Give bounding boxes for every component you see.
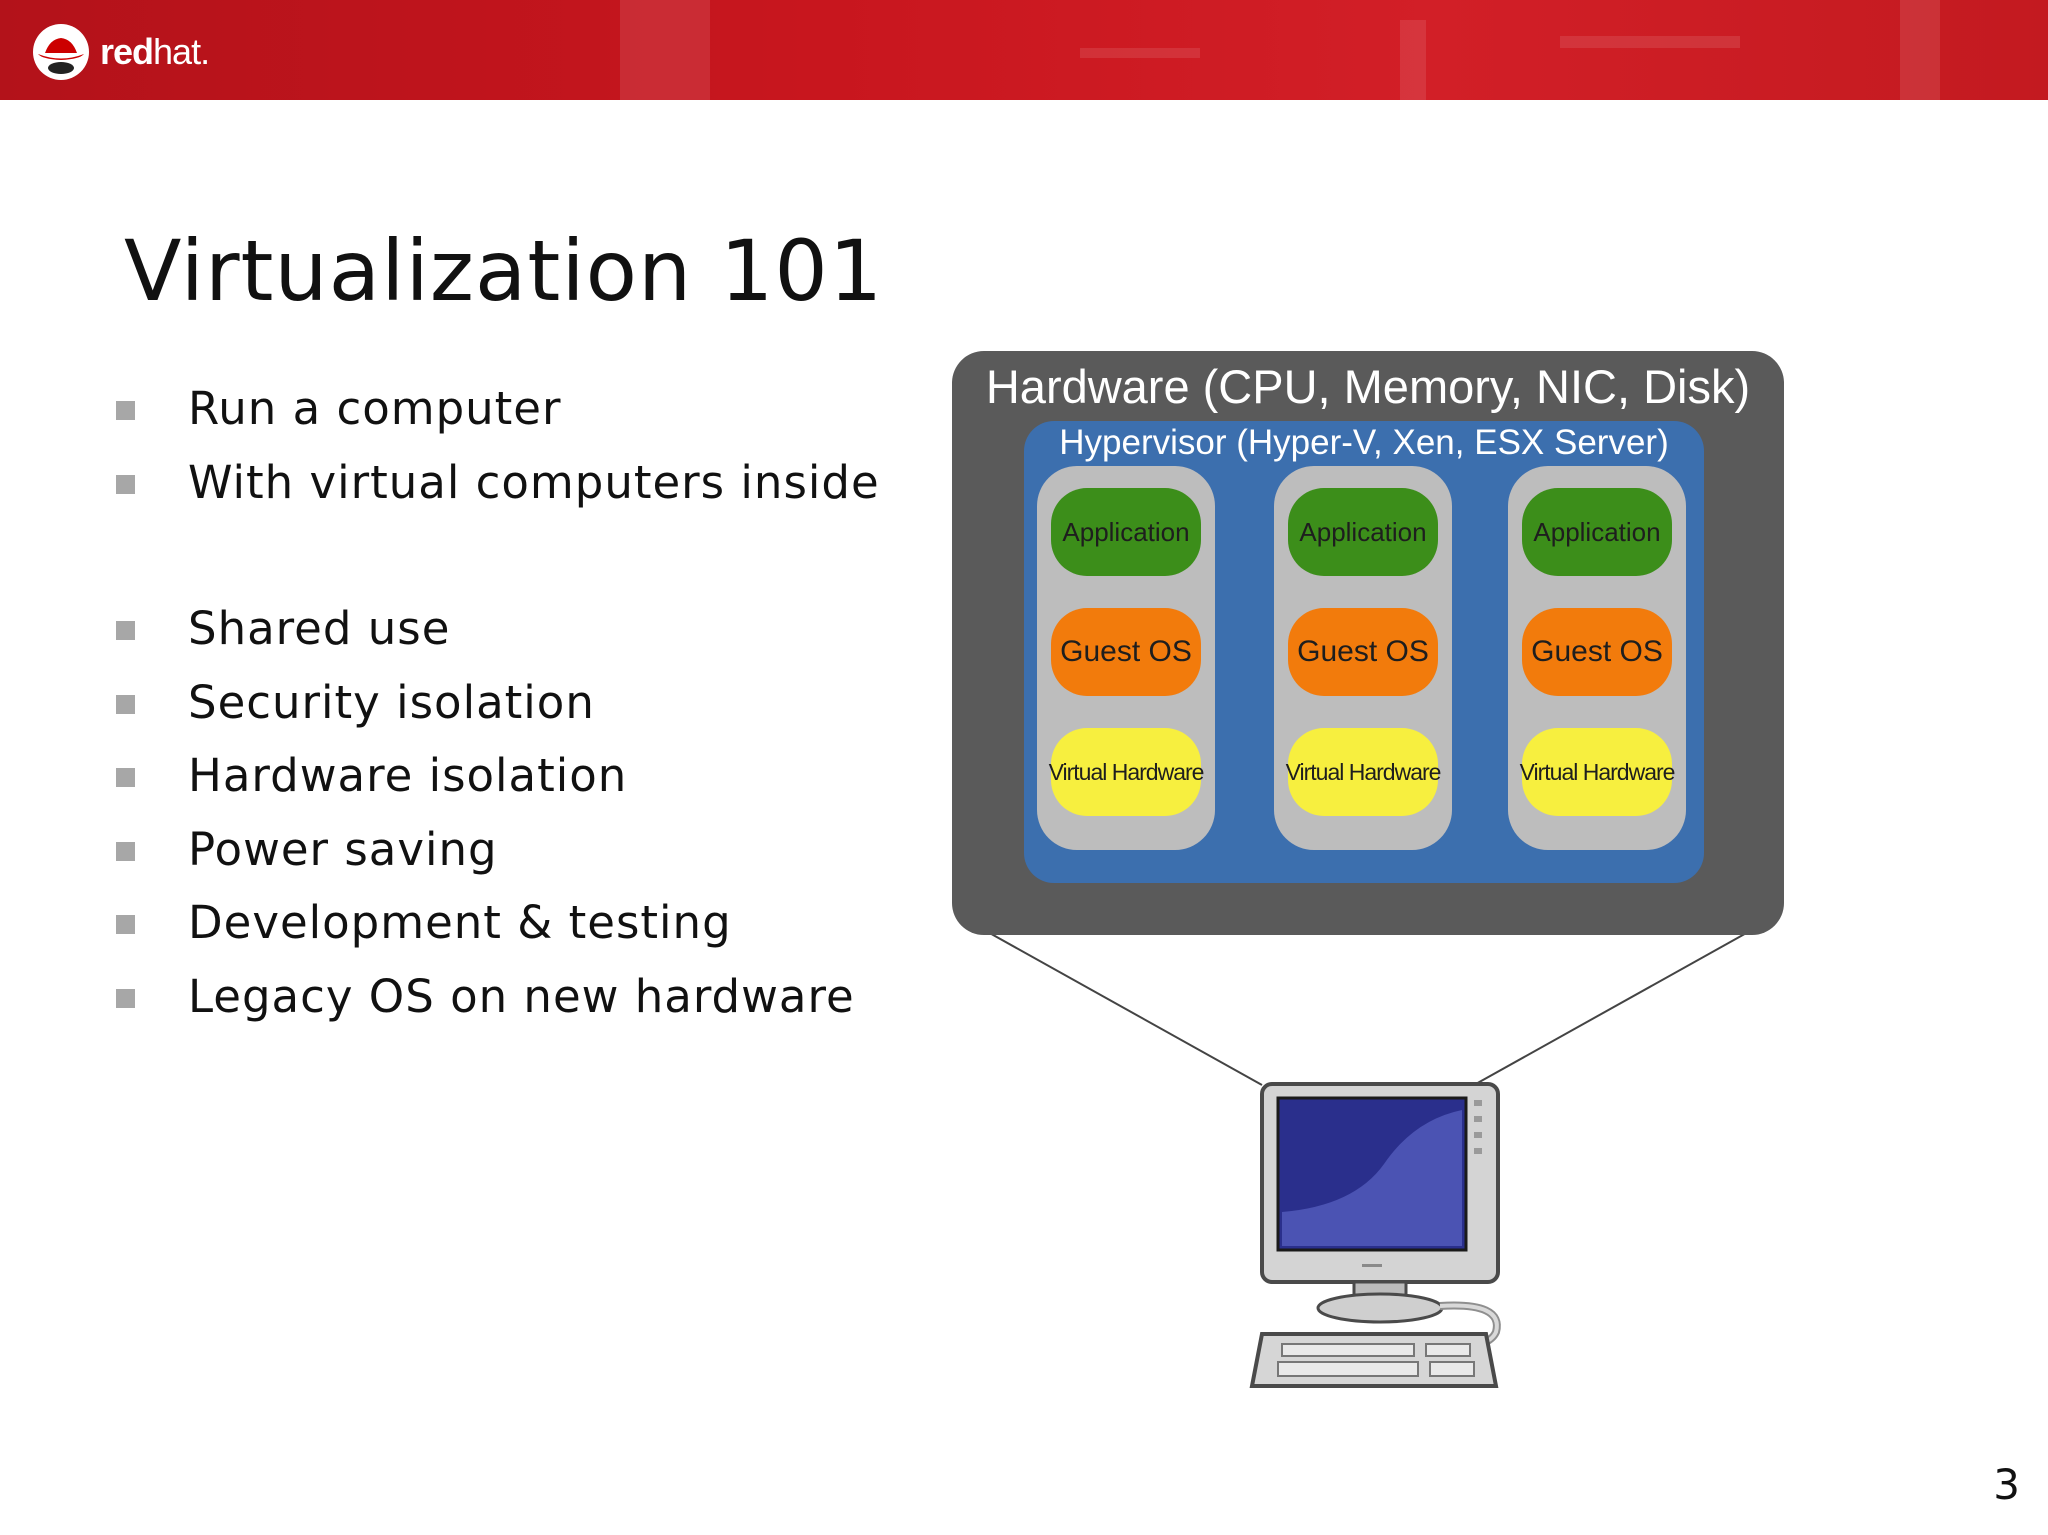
virtual-machine: Application Guest OS Virtual Hardware [1037, 466, 1215, 850]
bullet-item: Legacy OS on new hardware [116, 960, 880, 1034]
redhat-logo: redhat. [32, 22, 209, 82]
application-block: Application [1288, 488, 1438, 576]
virtual-machine: Application Guest OS Virtual Hardware [1508, 466, 1686, 850]
hypervisor-label: Hypervisor (Hyper-V, Xen, ESX Server) [1024, 423, 1704, 463]
bullet-square-icon [116, 842, 135, 861]
bullet-list: Run a computer With virtual computers in… [116, 372, 880, 1033]
bullet-square-icon [116, 475, 135, 494]
header-decoration [1560, 36, 1740, 48]
bullet-item: Development & testing [116, 886, 880, 960]
page-number: 3 [1960, 1460, 2020, 1509]
guest-os-block: Guest OS [1288, 608, 1438, 696]
bullet-square-icon [116, 401, 135, 420]
bullet-item: Shared use [116, 592, 880, 666]
application-block: Application [1051, 488, 1201, 576]
virtualization-diagram: Hardware (CPU, Memory, NIC, Disk) Hyperv… [950, 345, 1790, 1385]
hardware-box: Hardware (CPU, Memory, NIC, Disk) Hyperv… [952, 351, 1784, 935]
hardware-label: Hardware (CPU, Memory, NIC, Disk) [952, 359, 1784, 414]
bullet-item: With virtual computers inside [116, 446, 880, 520]
bullet-text: Development & testing [188, 896, 732, 949]
bullet-item: Run a computer [116, 372, 880, 446]
bullet-item: Hardware isolation [116, 739, 880, 813]
bullet-square-icon [116, 768, 135, 787]
bullet-square-icon [116, 989, 135, 1008]
header-decoration [1900, 0, 1940, 100]
virtual-hardware-block: Virtual Hardware [1288, 728, 1438, 816]
slide-title: Virtualization 101 [124, 222, 883, 320]
virtual-hardware-block: Virtual Hardware [1522, 728, 1672, 816]
bullet-text: Security isolation [188, 676, 595, 729]
hypervisor-box: Hypervisor (Hyper-V, Xen, ESX Server) Ap… [1024, 421, 1704, 883]
bullet-item: Security isolation [116, 666, 880, 740]
bullet-text: Run a computer [188, 382, 562, 435]
bullet-item: Power saving [116, 813, 880, 887]
bullet-text: Shared use [188, 602, 450, 655]
guest-os-block: Guest OS [1522, 608, 1672, 696]
guest-os-block: Guest OS [1051, 608, 1201, 696]
header-band: redhat. [0, 0, 2048, 100]
bullet-square-icon [116, 621, 135, 640]
header-decoration [1400, 20, 1426, 100]
bullet-text: Power saving [188, 823, 498, 876]
virtual-machine: Application Guest OS Virtual Hardware [1274, 466, 1452, 850]
header-decoration [1080, 48, 1200, 58]
bullet-text: Hardware isolation [188, 749, 627, 802]
virtual-hardware-block: Virtual Hardware [1051, 728, 1201, 816]
bullet-square-icon [116, 915, 135, 934]
bullet-text: Legacy OS on new hardware [188, 970, 855, 1023]
brand-wordmark: redhat. [100, 31, 209, 73]
bullet-text: With virtual computers inside [188, 456, 880, 509]
header-decoration [620, 0, 710, 100]
desktop-computer-icon [1234, 1080, 1554, 1400]
application-block: Application [1522, 488, 1672, 576]
bullet-square-icon [116, 695, 135, 714]
shadowman-icon [32, 23, 90, 81]
